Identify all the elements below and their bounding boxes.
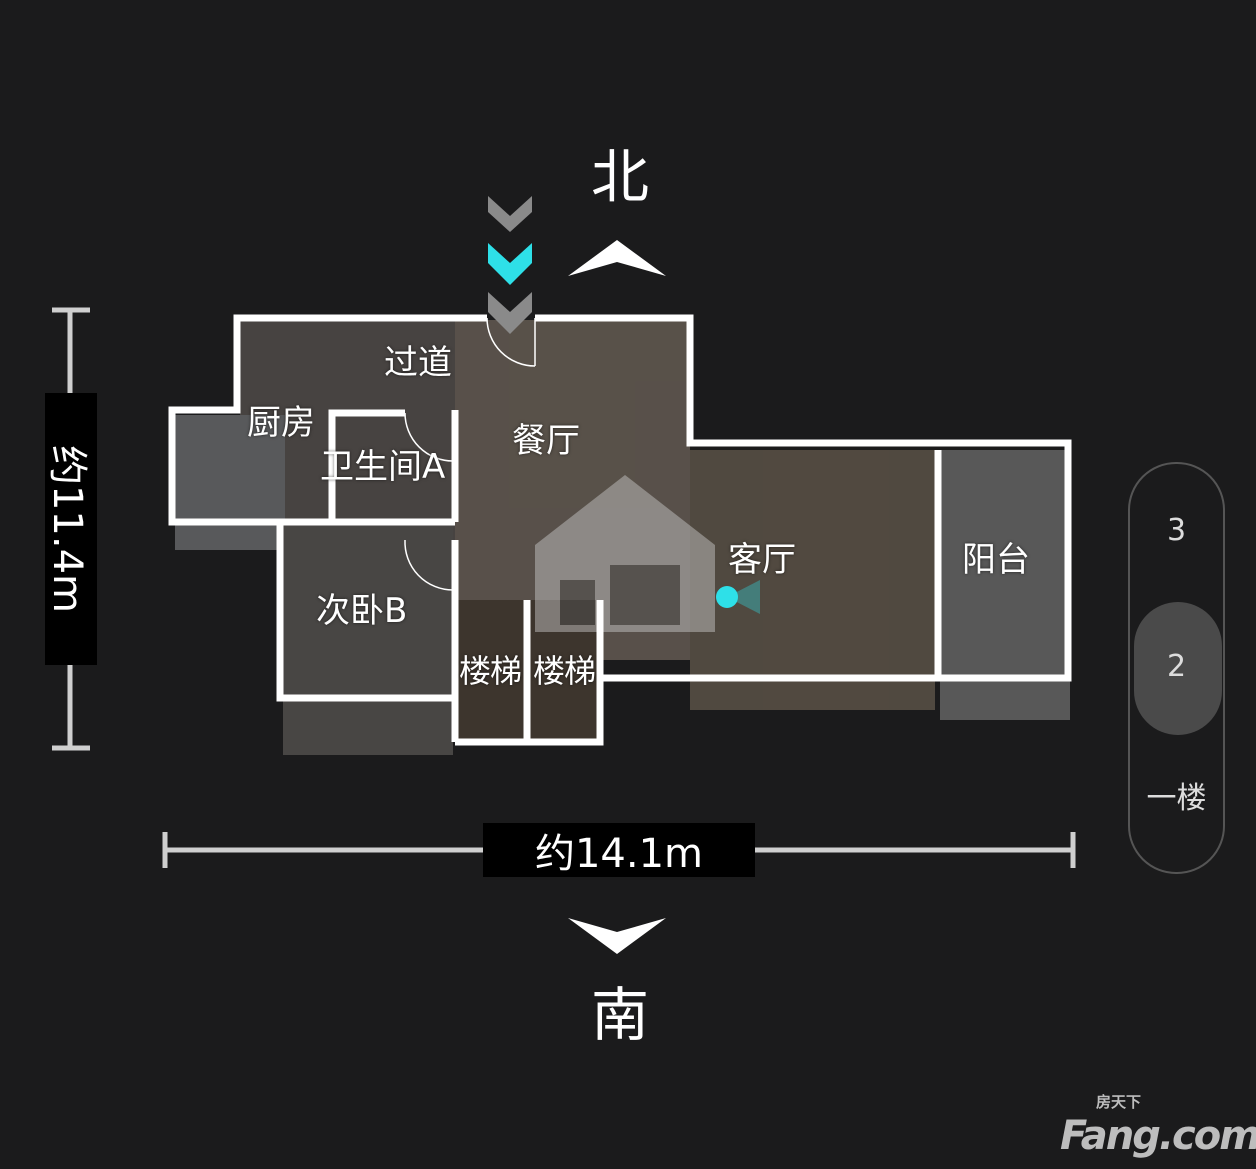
floor-selected-indicator (1134, 602, 1222, 735)
doors (404, 317, 536, 591)
fang-logo: 房天下 Fang.com (1060, 1093, 1256, 1164)
height-dimension-box: 约11.4m (44, 393, 97, 665)
floor-option-2[interactable]: 2 (1166, 649, 1187, 684)
north-label: 北 (590, 143, 650, 211)
north-arrow-icon (568, 240, 666, 276)
logo-text: Fang.com (1060, 1113, 1256, 1159)
south-label: 南 (590, 981, 650, 1049)
room-label-stairs[interactable]: 楼梯 (533, 652, 596, 690)
floor-option-1[interactable]: 一楼 (1146, 781, 1207, 816)
south-arrow-icon (568, 918, 666, 954)
room-label-kitchen[interactable]: 厨房 (247, 403, 315, 443)
width-dimension-label: 约14.1m (483, 823, 755, 877)
watermark-house-icon (535, 475, 715, 632)
height-dimension-label: 约11.4m (44, 444, 90, 614)
room-label-bedroom-b[interactable]: 次卧B (316, 591, 408, 631)
room-label-living[interactable]: 客厅 (728, 540, 796, 580)
room-label-stairs[interactable]: 楼梯 (459, 652, 522, 690)
entry-chevrons-icon (488, 196, 532, 334)
logo-cn: 房天下 (1096, 1093, 1142, 1111)
room-label-dining[interactable]: 餐厅 (512, 421, 580, 461)
room-label-bathroom-a[interactable]: 卫生间A (320, 447, 446, 487)
walls (168, 314, 1072, 746)
room-label-balcony[interactable]: 阳台 (962, 540, 1030, 580)
floor-option-3[interactable]: 3 (1166, 513, 1187, 548)
room-label-corridor[interactable]: 过道 (384, 343, 452, 383)
current-position-icon (716, 580, 760, 614)
floor-selector: 3 2 一楼 (1128, 462, 1225, 874)
